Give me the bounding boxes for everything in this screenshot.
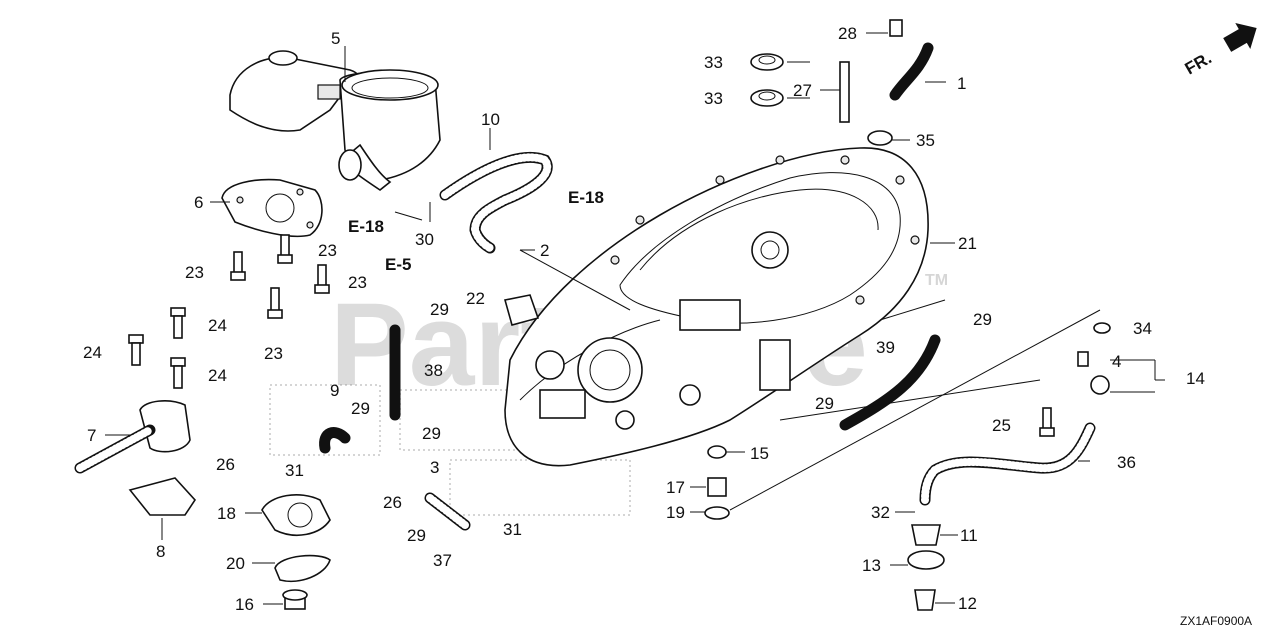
callout-28: 28 (838, 24, 857, 43)
upper-housing-cover (229, 50, 441, 191)
gasket-8 (128, 477, 197, 516)
callout-34: 34 (1133, 319, 1152, 338)
callout-6: 6 (194, 193, 203, 212)
callout-26b: 26 (383, 493, 402, 512)
diagram-code: ZX1AF0900A (1180, 614, 1252, 628)
callout-39: 39 (876, 338, 895, 357)
hose-10 (439, 151, 553, 254)
front-direction-arrow: FR. (1182, 23, 1257, 79)
callout-22: 22 (466, 289, 485, 308)
lower-case-housing (504, 147, 929, 467)
callout-17: 17 (666, 478, 685, 497)
callout-33b: 33 (704, 89, 723, 108)
callout-19: 19 (666, 503, 685, 522)
hose-39 (839, 334, 941, 431)
callout-29b: 29 (973, 310, 992, 329)
callout-31a: 31 (285, 461, 304, 480)
plug-16 (282, 589, 308, 610)
callout-23d: 23 (264, 344, 283, 363)
callout-31b: 31 (503, 520, 522, 539)
reference-e18-right: E-18 (568, 188, 604, 207)
callout-4: 4 (1112, 352, 1121, 371)
callout-35: 35 (916, 131, 935, 150)
callout-13: 13 (862, 556, 881, 575)
callout-15: 15 (750, 444, 769, 463)
callout-11: 11 (960, 526, 978, 545)
parts-4-14 (1077, 351, 1110, 395)
callout-24c: 24 (208, 366, 227, 385)
callout-33a: 33 (704, 53, 723, 72)
bolts-23 (230, 234, 330, 319)
watermark-tm: TM (925, 272, 948, 289)
gasket-6 (221, 178, 323, 238)
callout-32: 32 (871, 503, 890, 522)
callout-29e: 29 (815, 394, 834, 413)
grommet-22 (503, 294, 540, 326)
callout-9: 9 (330, 381, 339, 400)
callout-29d: 29 (422, 424, 441, 443)
front-label: FR. (1182, 48, 1215, 78)
reference-e5: E-5 (385, 255, 411, 274)
callout-29f: 29 (407, 526, 426, 545)
callout-3: 3 (430, 458, 439, 477)
oring-35 (867, 130, 893, 146)
callout-24a: 24 (208, 316, 227, 335)
callout-20: 20 (226, 554, 245, 573)
callout-36: 36 (1117, 453, 1136, 472)
callout-30: 30 (415, 230, 434, 249)
callout-5: 5 (331, 29, 340, 48)
reference-e18-left: E-18 (348, 217, 384, 236)
hose-37-texture (426, 494, 469, 529)
callout-8: 8 (156, 542, 165, 561)
callout-29c: 29 (351, 399, 370, 418)
callout-10: 10 (481, 110, 500, 129)
callout-27: 27 (793, 81, 812, 100)
callout-26a: 26 (216, 455, 235, 474)
callout-24b: 24 (83, 343, 102, 362)
callout-18: 18 (217, 504, 236, 523)
seals-33 (750, 53, 784, 107)
hose-36-texture (921, 424, 1094, 504)
callout-12: 12 (958, 594, 977, 613)
pipe-1 (889, 19, 934, 101)
fitting-7 (74, 400, 191, 474)
gasket-20 (274, 554, 331, 582)
callout-23b: 23 (318, 241, 337, 260)
bolts-24 (128, 307, 186, 389)
hose-9 (319, 427, 351, 454)
callout-14: 14 (1186, 369, 1205, 388)
callout-25: 25 (992, 416, 1011, 435)
clip-34 (1093, 322, 1111, 334)
small-fittings-15-17-19 (704, 445, 730, 520)
callout-23c: 23 (348, 273, 367, 292)
callout-2: 2 (540, 241, 549, 260)
thermostat-cover-18 (261, 494, 331, 536)
callout-23a: 23 (185, 263, 204, 282)
leader-lines (105, 32, 1165, 605)
callout-16: 16 (235, 595, 254, 614)
callout-38: 38 (424, 361, 443, 380)
callout-7: 7 (87, 426, 96, 445)
fittings-11-13-12 (907, 524, 945, 611)
callout-37: 37 (433, 551, 452, 570)
callout-21: 21 (958, 234, 977, 253)
callout-29a: 29 (430, 300, 449, 319)
callout-1: 1 (957, 74, 966, 93)
bolt-25 (1039, 407, 1055, 437)
stud-27 (839, 61, 850, 123)
